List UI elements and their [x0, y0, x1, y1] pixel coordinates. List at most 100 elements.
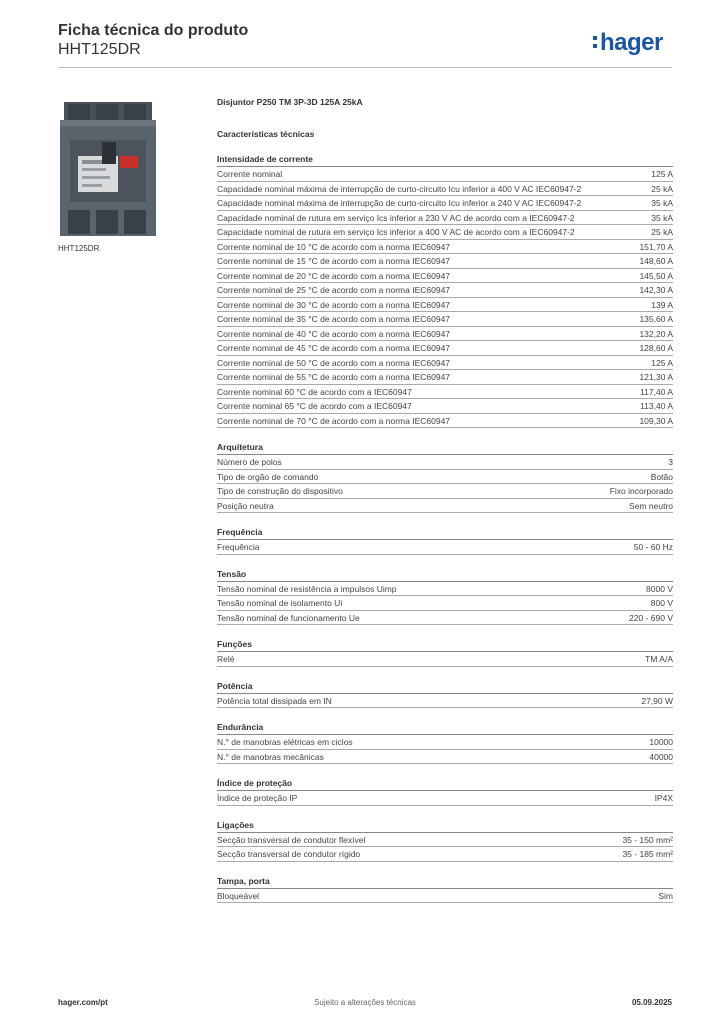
- spec-value: 117,40 A: [640, 386, 673, 397]
- spec-value: TM A/A: [645, 654, 673, 664]
- spec-row: Tipo de orgão de comando Botão: [217, 470, 673, 484]
- spec-row: Capacidade nominal máxima de interrupção…: [217, 196, 673, 211]
- spec-value: 125 A: [651, 169, 673, 179]
- spec-value: 135,60 A: [639, 314, 673, 324]
- spec-value: 145,50 A: [639, 270, 673, 281]
- spec-label: Capacidade nominal de rutura em serviço …: [217, 212, 575, 223]
- spec-row: Corrente nominal de 35 °C de acordo com …: [217, 312, 673, 327]
- spec-value: 800 V: [650, 598, 673, 608]
- spec-row: Corrente nominal de 30 °C de acordo com …: [217, 298, 673, 312]
- spec-value: 40000: [649, 751, 673, 762]
- spec-value: 8000 V: [646, 583, 673, 594]
- spec-label: Capacidade nominal de rutura em serviço …: [217, 227, 575, 237]
- spec-row: N.° de manobras mecânicas 40000: [217, 750, 673, 764]
- spec-value: 151,70 A: [639, 241, 673, 252]
- spec-value: 142,30 A: [639, 285, 673, 295]
- spec-row: Corrente nominal 60 °C de acordo com a I…: [217, 385, 673, 399]
- spec-row: Corrente nominal de 55 °C de acordo com …: [217, 370, 673, 385]
- spec-row: Corrente nominal de 20 °C de acordo com …: [217, 269, 673, 283]
- spec-value: 25 kA: [651, 227, 673, 237]
- spec-label: Tipo de construção do dispositivo: [217, 486, 343, 496]
- spec-label: Tensão nominal de isolamento Ui: [217, 598, 343, 608]
- spec-row: Corrente nominal de 15 °C de acordo com …: [217, 254, 673, 269]
- section-title: Arquitetura: [217, 442, 673, 455]
- characteristics-title: Características técnicas: [217, 129, 315, 139]
- spec-label: Corrente nominal de 70 °C de acordo com …: [217, 415, 451, 426]
- spec-value: 128,60 A: [639, 343, 673, 353]
- spec-row: Corrente nominal de 25 °C de acordo com …: [217, 283, 673, 298]
- section-title: Tampa, porta: [217, 876, 673, 889]
- spec-label: Tipo de orgão de comando: [217, 471, 319, 482]
- section-title: Índice de proteção: [217, 778, 673, 791]
- spec-row: Corrente nominal 65 °C de acordo com a I…: [217, 399, 673, 414]
- spec-value: 3: [668, 457, 673, 467]
- section-title: Potência: [217, 681, 673, 694]
- spec-label: Corrente nominal de 30 °C de acordo com …: [217, 299, 451, 310]
- spec-label: Secção transversal de condutor flexível: [217, 834, 366, 845]
- spec-label: Corrente nominal 60 °C de acordo com a I…: [217, 386, 412, 397]
- spec-row: Corrente nominal de 50 °C de acordo com …: [217, 356, 673, 370]
- spec-label: Capacidade nominal máxima de interrupção…: [217, 183, 582, 194]
- spec-value: 109,30 A: [639, 415, 673, 426]
- section-title: Tensão: [217, 569, 673, 582]
- footer-note: Sujeito a alterações técnicas: [314, 998, 416, 1007]
- section-title: Endurância: [217, 722, 673, 735]
- spec-label: Frequência: [217, 542, 260, 552]
- product-title: Disjuntor P250 TM 3P-3D 125A 25kA: [217, 97, 363, 107]
- spec-row: Tensão nominal de isolamento Ui 800 V: [217, 596, 673, 611]
- spec-label: Corrente nominal de 40 °C de acordo com …: [217, 328, 451, 339]
- spec-value: Botão: [650, 471, 673, 482]
- spec-label: N.° de manobras mecânicas: [217, 751, 324, 762]
- spec-value: IP4X: [654, 793, 673, 803]
- spec-value: 125 A: [651, 357, 673, 368]
- spec-label: Corrente nominal de 25 °C de acordo com …: [217, 285, 451, 295]
- spec-value: Sim: [658, 890, 673, 901]
- spec-value: 35 - 185 mm²: [622, 849, 673, 859]
- spec-row: Capacidade nominal de rutura em serviço …: [217, 211, 673, 225]
- spec-label: Capacidade nominal máxima de interrupção…: [217, 198, 582, 208]
- header-divider: [58, 67, 672, 68]
- spec-value: 113,40 A: [640, 401, 673, 411]
- spec-label: Bloqueável: [217, 890, 260, 901]
- spec-label: Tensão nominal de resistência a impulsos…: [217, 583, 397, 594]
- image-caption: HHT125DR: [58, 244, 100, 253]
- spec-row: Corrente nominal de 45 °C de acordo com …: [217, 341, 673, 356]
- spec-value: 220 - 690 V: [629, 612, 673, 623]
- footer-website[interactable]: hager.com/pt: [58, 998, 108, 1007]
- spec-value: 35 kA: [651, 198, 673, 208]
- spec-label: Relé: [217, 654, 235, 664]
- product-image: [58, 98, 202, 238]
- spec-value: 148,60 A: [639, 256, 673, 266]
- spec-value: 35 kA: [651, 212, 673, 223]
- spec-row: Capacidade nominal máxima de interrupção…: [217, 182, 673, 196]
- spec-label: Corrente nominal de 55 °C de acordo com …: [217, 372, 451, 382]
- hager-logo: hager: [593, 30, 663, 56]
- section-title: Funções: [217, 639, 673, 652]
- spec-value: 139 A: [651, 299, 673, 310]
- spec-label: Corrente nominal de 10 °C de acordo com …: [217, 241, 451, 252]
- spec-value: Sem neutro: [629, 500, 673, 511]
- footer-date: 05.09.2025: [631, 998, 672, 1007]
- spec-value: 121,30 A: [639, 372, 673, 382]
- spec-label: Corrente nominal 65 °C de acordo com a I…: [217, 401, 412, 411]
- spec-row: Corrente nominal de 70 °C de acordo com …: [217, 414, 673, 428]
- spec-content: Disjuntor P250 TM 3P-3D 125A 25kA Caract…: [217, 96, 673, 903]
- section-title: Frequência: [217, 527, 673, 540]
